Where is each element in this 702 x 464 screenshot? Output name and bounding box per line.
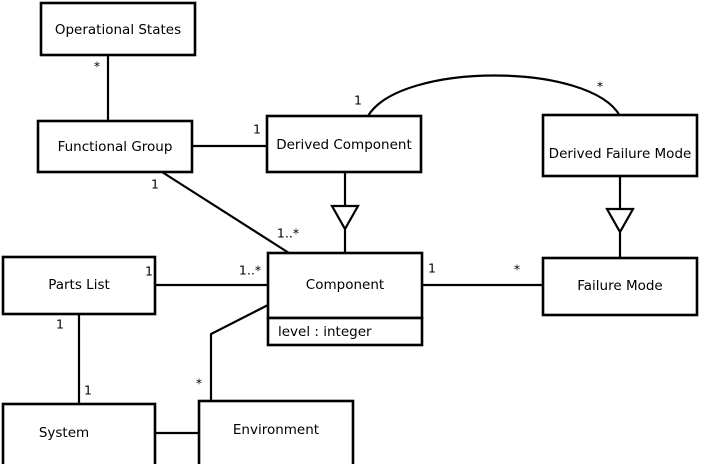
multiplicity-parts-list-component-near: 1	[145, 264, 153, 279]
multiplicity-derived-component-derived-failure-mode: 1	[354, 93, 362, 108]
class-rect-component-name	[266, 251, 424, 320]
class-rect-environment	[197, 399, 355, 464]
class-rect-parts-list	[1, 255, 157, 316]
class-name-component: Component	[306, 277, 384, 293]
class-rect-failure-mode	[541, 256, 699, 317]
class-name-system: System	[39, 425, 89, 441]
multiplicity-operational-states-functional-group: *	[94, 59, 100, 74]
class-box-system[interactable]: System	[1, 402, 157, 464]
class-box-operational-states[interactable]: Operational States	[39, 1, 197, 57]
multiplicity-environment-component: *	[196, 376, 202, 391]
multiplicity-parts-list-system: 1	[56, 317, 64, 332]
class-box-environment[interactable]: Environment	[197, 399, 355, 464]
multiplicity-component-failure-mode-near: 1	[428, 261, 436, 276]
class-rect-functional-group	[36, 119, 194, 174]
class-rect-derived-component	[265, 114, 423, 174]
class-box-derived-failure-mode[interactable]: Derived Failure Mode	[541, 113, 699, 178]
class-attribute-component-level: level : integer	[278, 324, 372, 340]
multiplicity-derived-failure-mode-from-derived-component: *	[597, 79, 603, 94]
multiplicity-system-parts-list: 1	[84, 383, 92, 398]
assoc-functional-group-component	[161, 171, 290, 254]
class-name-parts-list: Parts List	[48, 277, 110, 293]
class-rect-component-attributes	[266, 316, 424, 347]
class-box-component[interactable]: Component level : integer	[266, 251, 424, 347]
class-box-parts-list[interactable]: Parts List	[1, 255, 157, 316]
assoc-derived-component-derived-failure-mode	[367, 74, 621, 117]
class-box-derived-component[interactable]: Derived Component	[265, 114, 423, 174]
assoc-environment-component	[209, 304, 269, 401]
class-name-functional-group: Functional Group	[58, 139, 173, 155]
generalization-triangle-derived-failure-mode	[605, 207, 635, 235]
multiplicity-parts-list-component-far: 1..*	[239, 263, 261, 278]
multiplicity-component-failure-mode-far: *	[514, 262, 520, 277]
class-rect-system	[1, 402, 157, 464]
multiplicity-functional-group-component-far: 1..*	[277, 226, 299, 241]
class-box-functional-group[interactable]: Functional Group	[36, 119, 194, 174]
multiplicity-functional-group-component-near: 1	[151, 177, 159, 192]
class-rect-derived-failure-mode	[541, 113, 699, 178]
class-name-failure-mode: Failure Mode	[577, 278, 663, 294]
class-name-environment: Environment	[233, 422, 319, 438]
multiplicity-functional-group-derived-component: 1	[253, 122, 261, 137]
class-name-derived-component: Derived Component	[276, 137, 412, 153]
class-box-failure-mode[interactable]: Failure Mode	[541, 256, 699, 317]
class-rect-operational-states	[39, 1, 197, 57]
class-name-operational-states: Operational States	[55, 22, 181, 38]
class-name-derived-failure-mode: Derived Failure Mode	[549, 146, 692, 162]
generalization-triangle-derived-component	[330, 204, 360, 232]
